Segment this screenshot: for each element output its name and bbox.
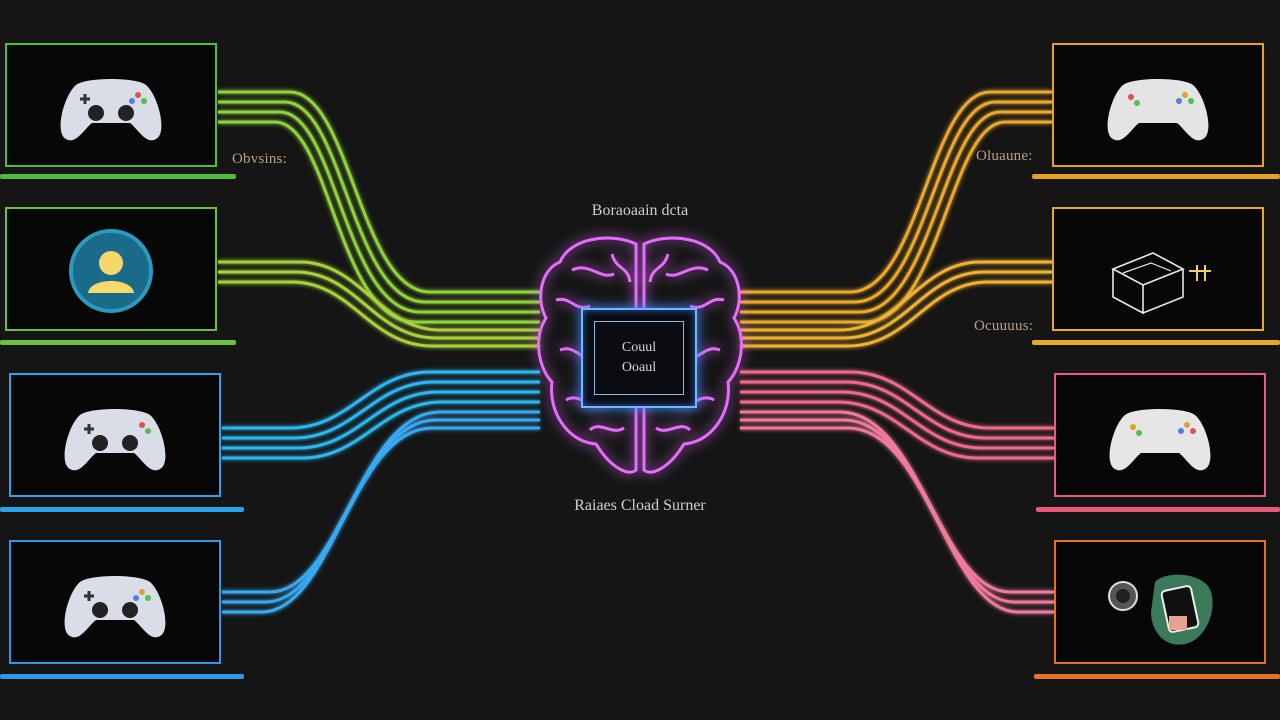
screen-stand bbox=[0, 674, 244, 679]
cloud-chip: Couul Ooaul bbox=[581, 308, 697, 408]
chip-label-line2: Ooaul bbox=[621, 360, 657, 375]
device-screen-left-3[interactable] bbox=[9, 373, 221, 497]
handheld-console-icon bbox=[1108, 574, 1213, 645]
wire-bundle-left-bottom bbox=[222, 410, 540, 614]
screen-stand bbox=[0, 174, 236, 179]
device-screen-left-2[interactable] bbox=[5, 207, 217, 331]
device-screen-right-4[interactable] bbox=[1054, 540, 1266, 664]
device-screen-left-1[interactable] bbox=[5, 43, 217, 167]
brain-icon bbox=[537, 236, 743, 474]
chip-label-line1: Couul bbox=[621, 340, 657, 355]
hub-top-label: Boraoaain dcta bbox=[591, 202, 689, 219]
gamepad-icon bbox=[64, 576, 166, 638]
device-screen-right-3[interactable] bbox=[1054, 373, 1266, 497]
wire-bundle-left-lower-mid bbox=[222, 370, 540, 460]
screen-stand bbox=[1034, 674, 1280, 679]
hub-bottom-label: Raiaes Cload Surner bbox=[574, 497, 706, 514]
screen-stand bbox=[1036, 507, 1280, 512]
screen-stand bbox=[1032, 174, 1280, 179]
device-screen-right-1[interactable] bbox=[1052, 43, 1264, 167]
wire-bundle-right-lower-mid bbox=[740, 370, 1054, 460]
user-avatar-icon bbox=[69, 229, 153, 313]
gamepad-icon bbox=[1109, 409, 1211, 471]
wire-bundle-left-upper-mid bbox=[218, 260, 540, 348]
screen-stand bbox=[1032, 340, 1280, 345]
device-screen-right-2[interactable] bbox=[1052, 207, 1264, 331]
wire-bundle-right-upper-mid bbox=[740, 260, 1052, 348]
vr-headset-icon bbox=[1111, 252, 1211, 315]
caption-right-mid: Ocuuuus: bbox=[974, 318, 1034, 334]
gamepad-icon bbox=[64, 409, 166, 471]
caption-right-top: Oluaune: bbox=[976, 148, 1033, 164]
gamepad-icon bbox=[1107, 79, 1209, 141]
device-screen-left-4[interactable] bbox=[9, 540, 221, 664]
gamepad-icon bbox=[60, 79, 162, 141]
screen-stand bbox=[0, 340, 236, 345]
caption-left-top: Obvsins: bbox=[232, 151, 287, 167]
wire-bundle-right-bottom bbox=[740, 410, 1054, 614]
screen-stand bbox=[0, 507, 244, 512]
